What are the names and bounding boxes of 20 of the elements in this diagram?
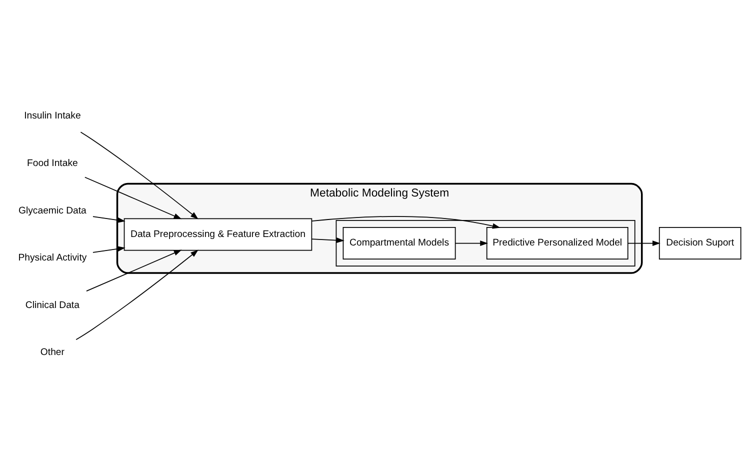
arrow bbox=[627, 240, 660, 246]
node-text: Glycaemic Data bbox=[18, 204, 86, 216]
node-text: Food Intake bbox=[27, 158, 78, 169]
node-text: Clinical Data bbox=[25, 299, 80, 310]
arrow bbox=[455, 240, 488, 246]
node-text: Physical Activity bbox=[18, 252, 87, 264]
node-text: Other bbox=[40, 346, 64, 358]
node-box: Decision Suport bbox=[658, 226, 742, 259]
node-box: Predictive Personalized Model bbox=[486, 226, 628, 259]
arrow bbox=[80, 131, 198, 219]
arrow bbox=[76, 249, 198, 340]
arrow bbox=[84, 176, 182, 219]
node-box: Compartmental Models bbox=[342, 226, 456, 259]
node-text: Insulin Intake bbox=[24, 110, 81, 122]
arrow bbox=[311, 236, 344, 242]
arrow bbox=[92, 246, 126, 252]
arrow bbox=[311, 216, 500, 228]
arrow bbox=[92, 216, 126, 222]
node-box: Data Preprocessing & Feature Extraction bbox=[124, 218, 312, 250]
arrow bbox=[86, 249, 182, 292]
